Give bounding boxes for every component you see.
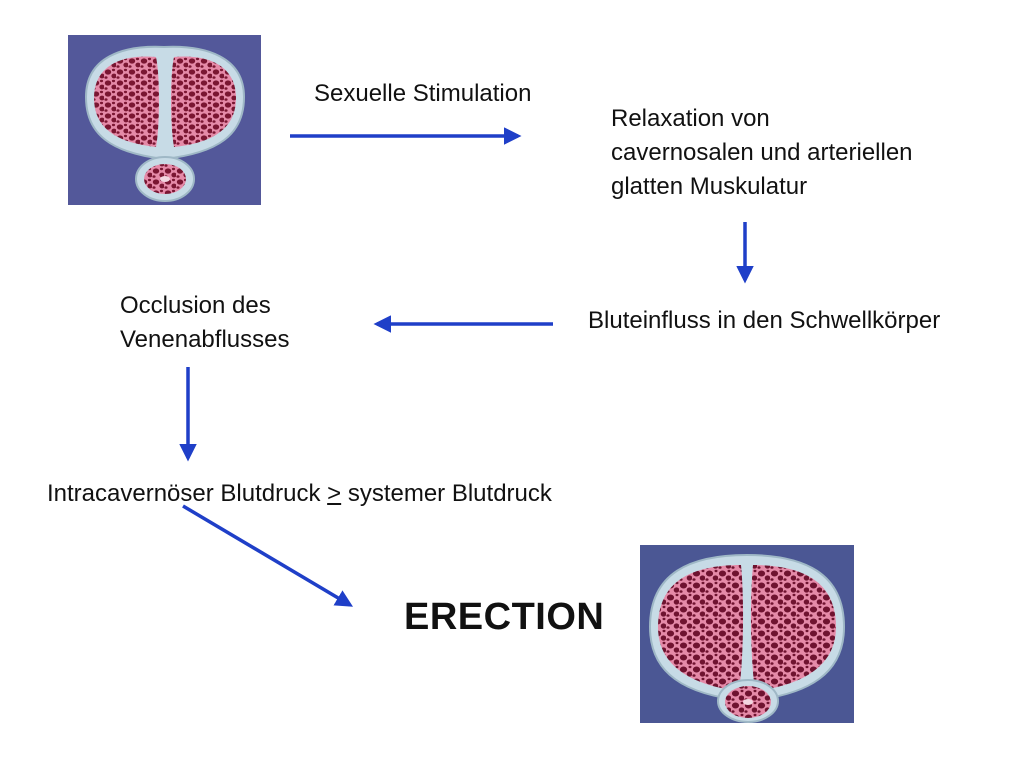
relaxation-label: Relaxation von cavernosalen und arteriel… xyxy=(611,102,1011,204)
occlusion-line-1: Occlusion des xyxy=(120,292,271,319)
blood-inflow-label: Bluteinfluss in den Schwellkörper xyxy=(588,307,941,334)
erect-cross-section-image xyxy=(640,545,854,723)
relaxation-line-3: glatten Muskulatur xyxy=(611,173,808,200)
greater-equal-operator: > xyxy=(327,480,342,507)
venous-occlusion-label: Occlusion des Venenabflusses xyxy=(120,289,380,357)
relaxation-line-1: Relaxation von xyxy=(611,105,770,132)
erection-result-label: ERECTION xyxy=(404,596,605,638)
blood-pressure-comparison-label: Intracavernöser Blutdruck > systemer Blu… xyxy=(47,477,552,511)
intracavernous-pressure-text: Intracavernöser Blutdruck xyxy=(47,480,321,507)
relaxation-line-2: cavernosalen und arteriellen xyxy=(611,139,913,166)
arrow-pressure-to-erection xyxy=(182,504,354,607)
sexual-stimulation-label: Sexuelle Stimulation xyxy=(314,80,532,107)
occlusion-line-2: Venenabflusses xyxy=(120,326,290,353)
systemic-pressure-text: systemer Blutdruck xyxy=(347,480,552,507)
flaccid-cross-section-image xyxy=(68,35,261,205)
